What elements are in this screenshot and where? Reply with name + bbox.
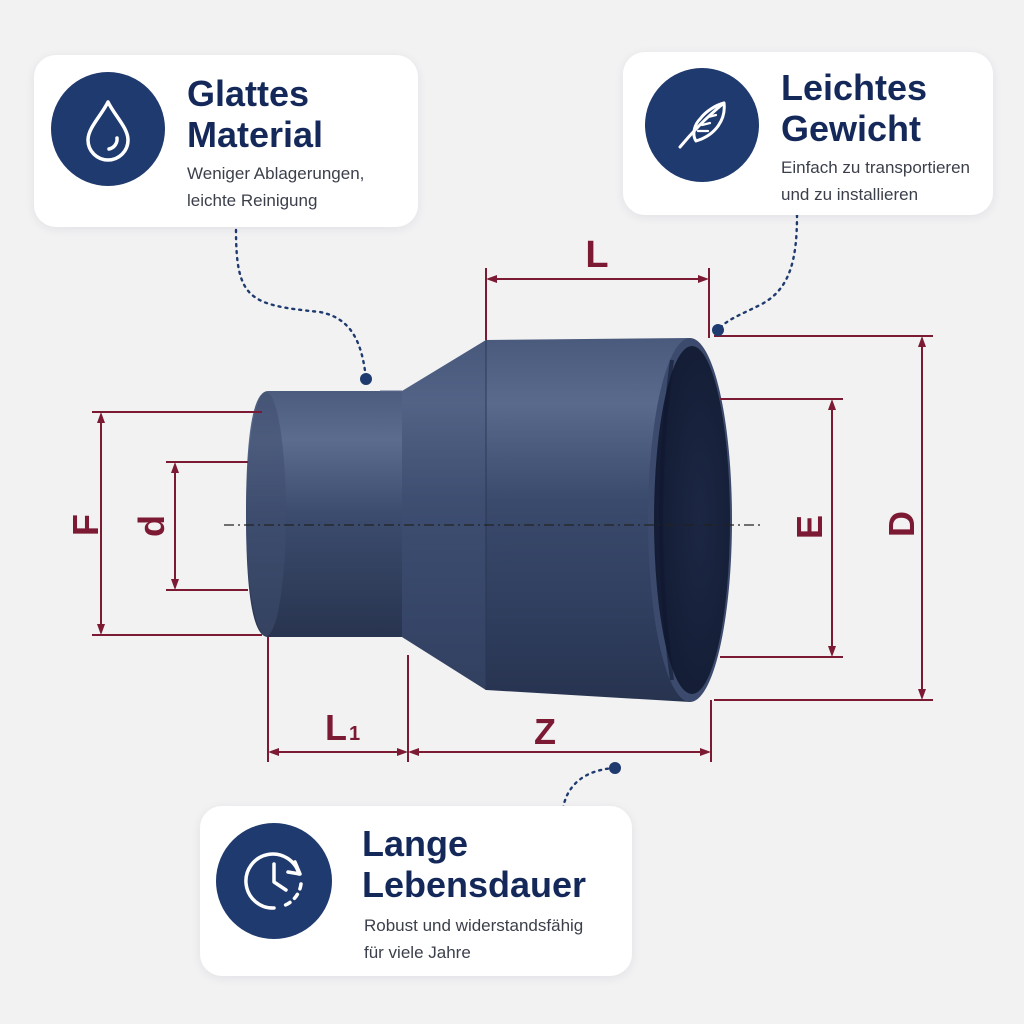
feature-desc-durable: Robust und widerstandsfähig für viele Ja… — [364, 916, 584, 962]
dimension-label-d-small: d — [131, 515, 172, 537]
dimension-f — [92, 411, 262, 636]
leader-dot-durable-top — [609, 762, 621, 774]
feature-desc-smooth: Weniger Ablagerungen, leichte Reinigung — [187, 164, 365, 210]
dimension-label-z: Z — [534, 711, 556, 752]
dimension-d-large — [714, 335, 933, 701]
dimension-l1-z — [267, 637, 712, 762]
clock-icon — [216, 823, 332, 939]
dimension-label-e: E — [789, 515, 830, 539]
dimension-label-d-large: D — [881, 511, 922, 537]
leader-dot-smooth — [360, 373, 372, 385]
feature-card-smooth-material: Glattes Material Weniger Ablagerungen, l… — [34, 55, 418, 227]
leader-dot-light — [712, 324, 724, 336]
large-socket — [380, 338, 732, 702]
small-socket — [246, 391, 402, 637]
feature-desc-light: Einfach zu transportieren und zu install… — [781, 158, 970, 204]
feature-title-light: Leichtes Gewicht — [781, 67, 928, 149]
feature-title-smooth: Glattes Material — [187, 73, 324, 155]
dimension-e — [720, 398, 843, 658]
feature-title-durable: Lange Lebensdauer — [362, 823, 587, 905]
dimension-d-small — [166, 461, 248, 591]
dimension-l — [485, 268, 710, 340]
feature-card-light-weight: Leichtes Gewicht Einfach zu transportier… — [623, 52, 993, 215]
dimension-label-f: F — [65, 514, 106, 536]
feather-icon — [645, 68, 759, 182]
feature-card-long-life: Lange Lebensdauer Robust und widerstands… — [200, 806, 632, 976]
dimension-label-l: L — [585, 234, 608, 276]
water-drop-icon — [51, 72, 165, 186]
